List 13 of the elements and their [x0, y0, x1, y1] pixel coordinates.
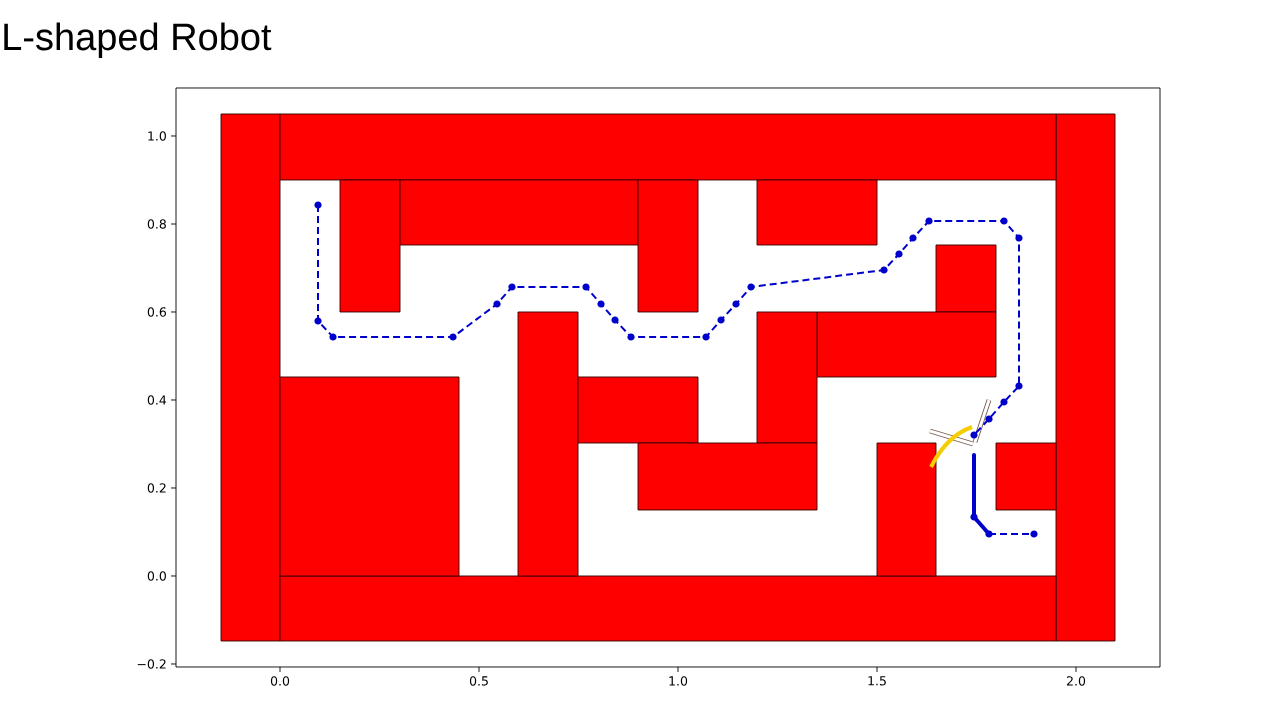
tick-label: 2.0 — [1066, 676, 1086, 686]
tick-label: 1.0 — [148, 131, 166, 141]
tick-label: 1.5 — [868, 676, 886, 686]
tick-label: 0.4 — [147, 395, 167, 405]
tick-label: 0.5 — [469, 676, 488, 686]
tick-label: 0.2 — [147, 483, 166, 493]
tick-label: 1.0 — [669, 676, 688, 686]
tick-label: 0.0 — [147, 571, 166, 581]
tick-label: 0.8 — [147, 219, 166, 229]
tick-label: 0.6 — [147, 307, 166, 317]
tick-label: 0.0 — [270, 676, 290, 686]
tick-label: −0.2 — [137, 659, 166, 669]
title: L-shaped Robot — [4, 22, 272, 58]
